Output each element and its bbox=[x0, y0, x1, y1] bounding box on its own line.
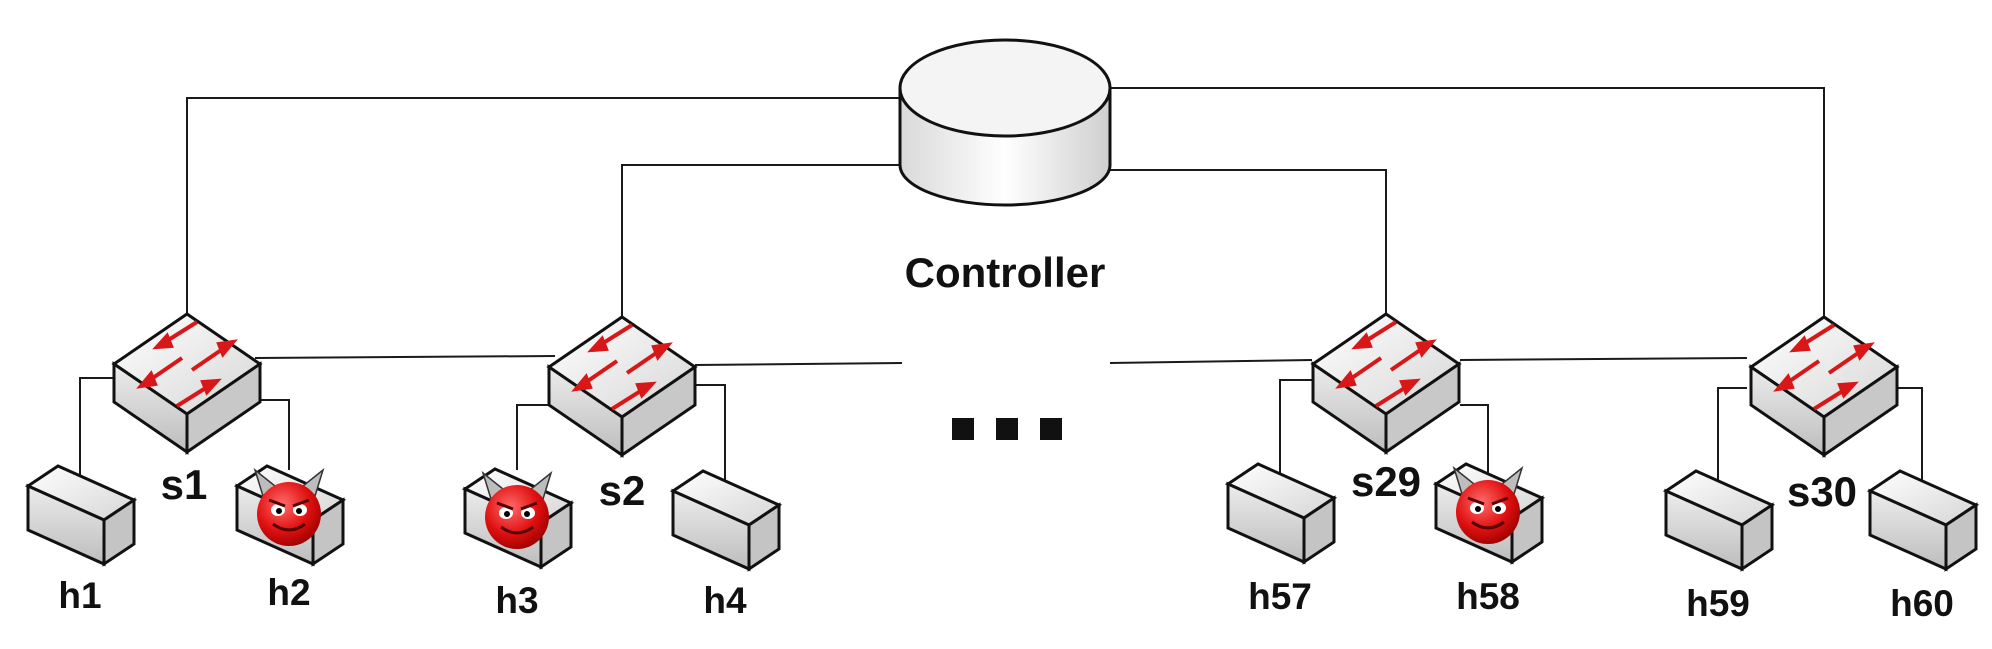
link-s30-h59 bbox=[1717, 387, 1747, 480]
switch-label: s2 bbox=[599, 467, 646, 514]
link-s29-h57 bbox=[1279, 379, 1312, 480]
host-box-icon bbox=[24, 464, 138, 567]
devil-face-icon bbox=[481, 470, 553, 549]
host-h2[interactable]: h2 bbox=[233, 464, 347, 613]
host-box-icon bbox=[669, 469, 783, 572]
link-s2-h3 bbox=[516, 404, 555, 470]
host-label: h59 bbox=[1686, 583, 1750, 624]
host-box-icon bbox=[1866, 469, 1980, 572]
controller-node[interactable]: Controller bbox=[898, 38, 1112, 296]
ellipsis-indicator: ... bbox=[952, 418, 1062, 440]
switch-label: s30 bbox=[1787, 468, 1857, 515]
network-switch-icon bbox=[111, 312, 263, 455]
link-s2-ellipsis bbox=[694, 362, 903, 366]
host-label: h2 bbox=[267, 572, 310, 613]
link-s1-h1 bbox=[79, 377, 115, 505]
switch-label: s29 bbox=[1351, 458, 1421, 505]
host-h1[interactable]: h1 bbox=[24, 464, 138, 616]
host-label: h4 bbox=[703, 580, 747, 621]
link-controller-s2 bbox=[621, 164, 900, 340]
host-h3[interactable]: h3 bbox=[461, 467, 575, 621]
ellipsis-dot bbox=[996, 418, 1018, 440]
controller-label: Controller bbox=[905, 249, 1106, 296]
network-switch-icon bbox=[546, 315, 698, 458]
network-switch-icon bbox=[1310, 312, 1462, 455]
switch-label: s1 bbox=[161, 461, 208, 508]
link-s30-h60 bbox=[1895, 387, 1923, 480]
host-h57[interactable]: h57 bbox=[1224, 462, 1338, 617]
connection-lines bbox=[79, 87, 1923, 505]
host-label: h3 bbox=[495, 580, 538, 621]
host-h4[interactable]: h4 bbox=[669, 469, 783, 621]
link-s2-h4 bbox=[695, 384, 726, 500]
host-label: h58 bbox=[1456, 576, 1520, 617]
ellipsis-dot bbox=[1040, 418, 1062, 440]
ellipsis-dot bbox=[952, 418, 974, 440]
link-s29-h58 bbox=[1460, 404, 1489, 475]
host-label: h1 bbox=[58, 575, 101, 616]
link-s29-s30 bbox=[1459, 357, 1748, 361]
switch-s1[interactable]: s1 bbox=[111, 312, 263, 508]
network-switch-icon bbox=[1748, 315, 1900, 458]
host-h60[interactable]: h60 bbox=[1866, 469, 1980, 624]
host-box-icon bbox=[1662, 469, 1776, 572]
host-box-icon bbox=[1224, 462, 1338, 565]
link-s1-s2 bbox=[254, 355, 556, 359]
host-label: h60 bbox=[1890, 583, 1954, 624]
switch-s29[interactable]: s29 bbox=[1310, 312, 1462, 505]
switch-s30[interactable]: s30 bbox=[1748, 315, 1900, 515]
database-cylinder-icon bbox=[898, 38, 1112, 207]
devil-face-icon bbox=[1452, 465, 1524, 544]
link-ellipsis-s29 bbox=[1109, 359, 1313, 364]
host-h58[interactable]: h58 bbox=[1432, 462, 1546, 617]
devil-face-icon bbox=[253, 467, 325, 546]
host-label: h57 bbox=[1248, 576, 1312, 617]
host-h59[interactable]: h59 bbox=[1662, 469, 1776, 624]
link-controller-s30 bbox=[1110, 87, 1825, 340]
link-s1-h2 bbox=[255, 399, 290, 470]
link-controller-s1 bbox=[186, 97, 900, 335]
switch-s2[interactable]: s2 bbox=[546, 315, 698, 514]
link-controller-s29 bbox=[1110, 169, 1387, 335]
